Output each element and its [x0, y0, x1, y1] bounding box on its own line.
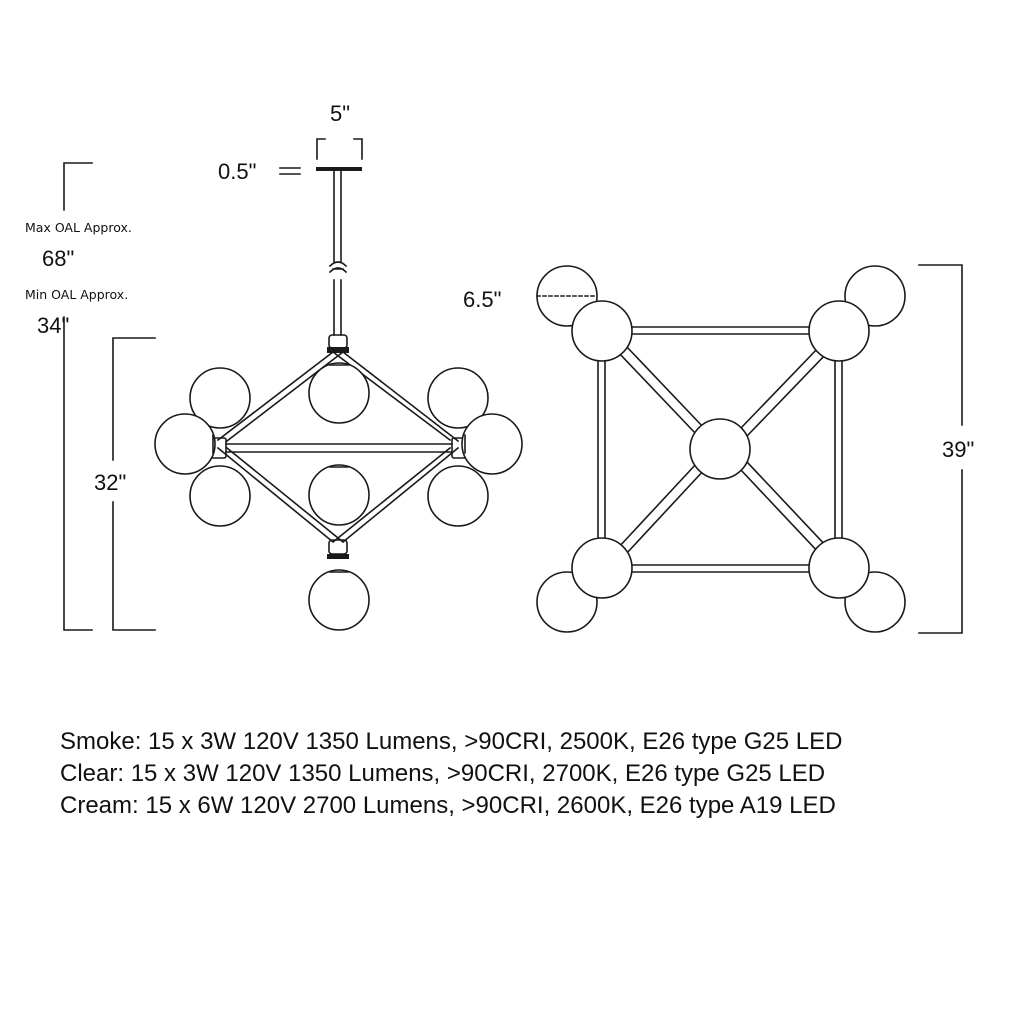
bottom-hub-ring: [327, 554, 349, 559]
canopy-height-label: 0.5": [218, 159, 256, 184]
canopy-width-label: 5": [330, 101, 350, 126]
min-oal-label: Min OAL Approx.: [25, 287, 128, 302]
top-hub-ring: [327, 347, 349, 353]
globe: [308, 569, 370, 631]
oal-bracket: [63, 162, 93, 631]
globe: [808, 537, 870, 599]
globe: [808, 300, 870, 362]
canopy-width-bracket: [316, 138, 363, 160]
canopy-height-marker: [279, 167, 301, 175]
globe-caps: [212, 364, 466, 573]
globe: [189, 465, 251, 527]
globe: [461, 413, 523, 475]
globe: [427, 367, 489, 429]
stem: [333, 170, 342, 336]
globe-diameter-label: 6.5": [463, 287, 501, 312]
frame-rods: [216, 350, 460, 544]
body-height-bracket: [112, 337, 156, 631]
globe: [189, 367, 251, 429]
bulb-specs: Smoke: 15 x 3W 120V 1350 Lumens, >90CRI,…: [60, 726, 842, 822]
top-view: [536, 264, 963, 634]
globe: [308, 464, 370, 526]
top-frame: [597, 326, 843, 573]
max-oal-value: 68": [42, 246, 74, 271]
globe: [571, 537, 633, 599]
spec-smoke: Smoke: 15 x 3W 120V 1350 Lumens, >90CRI,…: [60, 728, 843, 755]
globe: [427, 465, 489, 527]
canopy: [316, 167, 362, 171]
spec-clear: Clear: 15 x 3W 120V 1350 Lumens, >90CRI,…: [60, 760, 826, 787]
min-oal-value: 34": [37, 313, 69, 338]
body-height-label: 32": [94, 470, 126, 495]
width-label: 39": [942, 437, 974, 462]
bottom-hub: [328, 539, 348, 555]
width-bracket: [918, 264, 963, 634]
side-view: [63, 138, 523, 631]
stem-break: [328, 261, 348, 274]
top-hub: [328, 334, 348, 349]
spec-cream: Cream: 15 x 6W 120V 2700 Lumens, >90CRI,…: [60, 792, 836, 819]
globe: [571, 300, 633, 362]
max-oal-label: Max OAL Approx.: [25, 220, 132, 235]
globe: [308, 362, 370, 424]
globe: [689, 418, 751, 480]
globe: [154, 413, 216, 475]
